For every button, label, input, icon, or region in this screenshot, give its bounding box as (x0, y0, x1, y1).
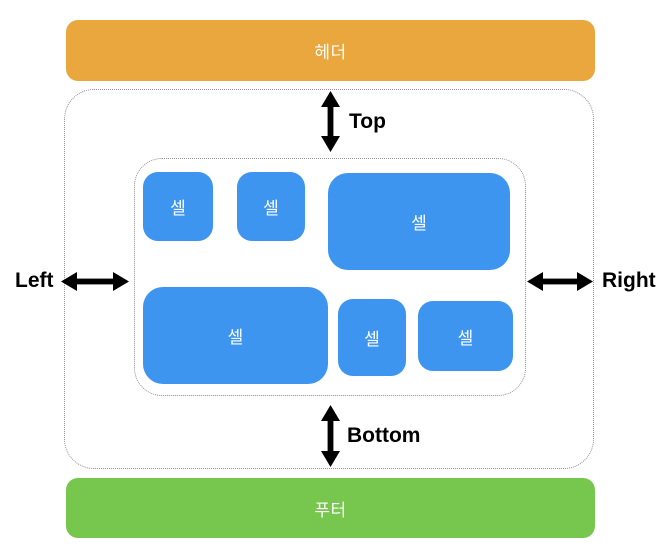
content-area-outline: 셀 셀 셀 셀 셀 셀 (64, 89, 594, 469)
cell-label: 셀 (170, 199, 186, 218)
cell: 셀 (143, 172, 213, 241)
cell-label: 셀 (263, 199, 279, 218)
bottom-inset-label: Bottom (347, 424, 421, 447)
header-bar: 헤더 (66, 20, 595, 81)
cell: 셀 (328, 173, 510, 270)
left-inset: Left (15, 269, 129, 293)
cell: 셀 (418, 301, 513, 371)
footer-label: 푸터 (314, 500, 347, 520)
footer-bar: 푸터 (66, 478, 595, 538)
top-inset-label: Top (349, 109, 386, 133)
double-arrow-vertical-icon (321, 91, 340, 152)
cell-label: 셀 (364, 330, 380, 349)
double-arrow-horizontal-icon (527, 271, 593, 291)
right-inset-label: Right (602, 269, 656, 292)
cell-label: 셀 (227, 328, 244, 347)
left-inset-label: Left (15, 269, 54, 292)
double-arrow-horizontal-icon (60, 271, 129, 291)
cell: 셀 (143, 287, 328, 384)
cell: 셀 (338, 299, 406, 376)
cell: 셀 (237, 172, 305, 241)
top-inset: Top (321, 91, 386, 152)
header-label: 헤더 (314, 43, 347, 62)
right-inset: Right (527, 269, 656, 293)
cell-group-outline: 셀 셀 셀 셀 셀 셀 (134, 158, 526, 396)
cell-label: 셀 (411, 214, 427, 233)
cell-label: 셀 (457, 328, 474, 348)
double-arrow-vertical-icon (321, 405, 340, 467)
bottom-inset: Bottom (321, 405, 420, 467)
